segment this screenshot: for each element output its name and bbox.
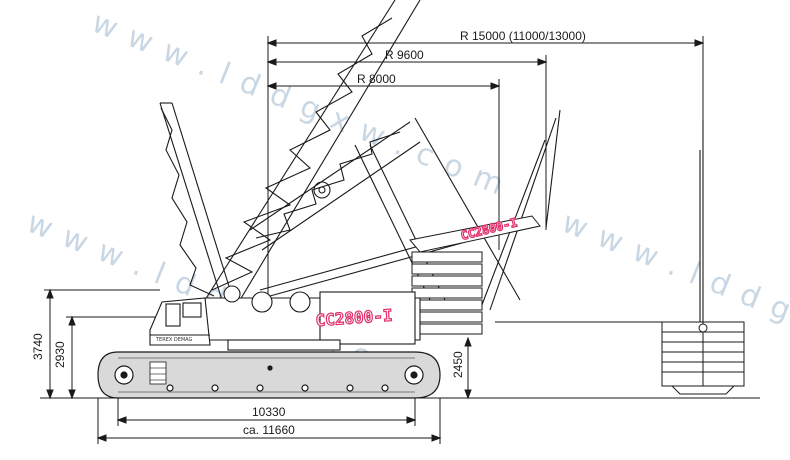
arrow-right-icon bbox=[537, 58, 548, 66]
arrow-left-icon bbox=[266, 39, 277, 47]
arrow-right-icon bbox=[490, 82, 501, 90]
radius-dimensions bbox=[266, 36, 705, 320]
overall-height-label: 3740 bbox=[31, 333, 45, 360]
arrow-right-icon bbox=[694, 39, 705, 47]
radius-mid-label: R 9600 bbox=[385, 48, 424, 62]
counterweight-height-label: 2450 bbox=[451, 351, 465, 378]
counterweight-tray bbox=[409, 215, 541, 335]
hook-block bbox=[661, 321, 745, 395]
length-dimensions bbox=[96, 398, 442, 444]
track-length-label: 10330 bbox=[252, 405, 286, 419]
cab-height-label: 2930 bbox=[53, 341, 67, 368]
superstructure bbox=[149, 285, 421, 351]
arrow-left-icon bbox=[266, 82, 277, 90]
cab-brand-decal: TEREX DEMAG bbox=[155, 337, 193, 343]
crawler-track bbox=[97, 351, 441, 399]
radius-max-label: R 15000 (11000/13000) bbox=[460, 29, 586, 43]
radius-min-label: R 8000 bbox=[357, 72, 396, 86]
overall-length-label: ca. 11660 bbox=[243, 423, 295, 437]
counterweight-model-decal: CC2800-I bbox=[459, 215, 518, 243]
height-dimensions bbox=[44, 288, 472, 400]
arrow-left-icon bbox=[266, 58, 277, 66]
